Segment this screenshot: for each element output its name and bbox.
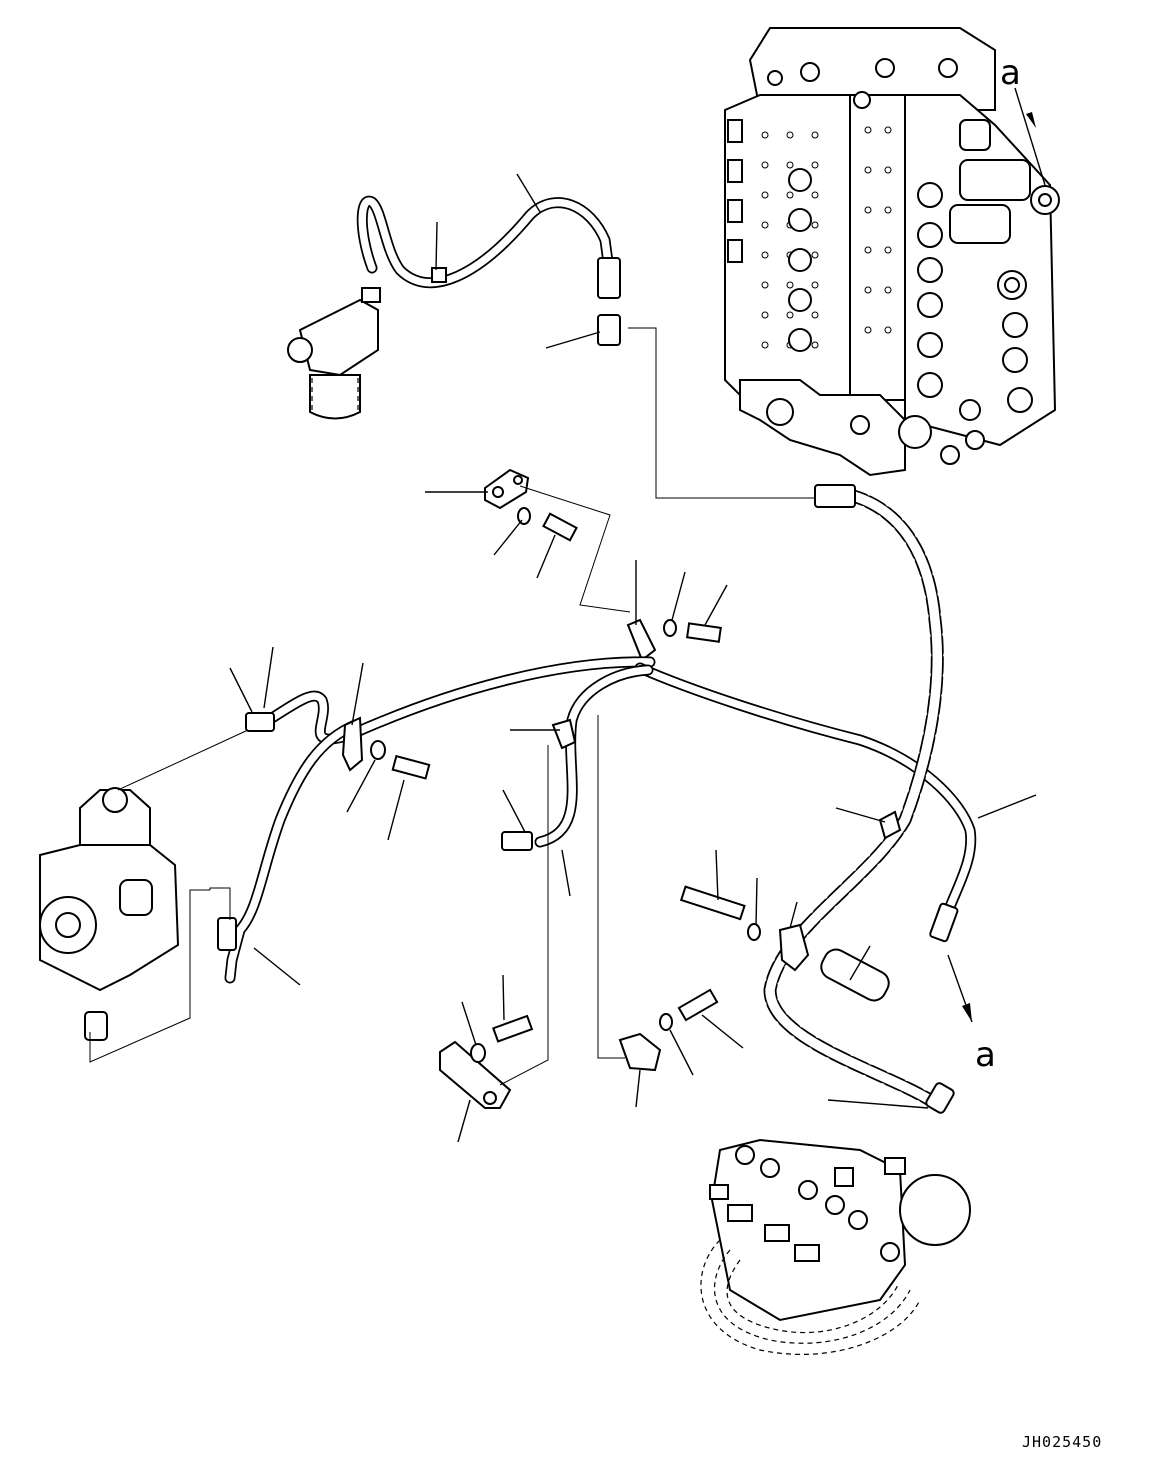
reference-mark-a-bottom: a [947, 954, 996, 1075]
clamp-middle [341, 716, 577, 780]
ref-label-a-top: a [1000, 53, 1021, 93]
drawing-code: JH025450 [1022, 1433, 1102, 1451]
hose-left-main [217, 656, 977, 984]
routing-lines [89, 327, 815, 1086]
reference-mark-a-top: a [1000, 53, 1046, 186]
leader-lines [229, 173, 1037, 1143]
bolt-long [679, 885, 890, 1002]
hose-top [356, 195, 621, 346]
pump-valve [39, 787, 180, 1041]
filter-assembly [287, 287, 381, 420]
ref-label-a-bottom: a [975, 1035, 996, 1075]
bracket-lower [439, 988, 719, 1109]
solenoid-valves [917, 119, 1060, 421]
hose-dashed-right [763, 484, 944, 1107]
main-control-valve [724, 27, 1060, 477]
bracket-top [484, 468, 578, 542]
clamp-upper [626, 618, 722, 662]
ppc-valve [700, 1082, 971, 1355]
